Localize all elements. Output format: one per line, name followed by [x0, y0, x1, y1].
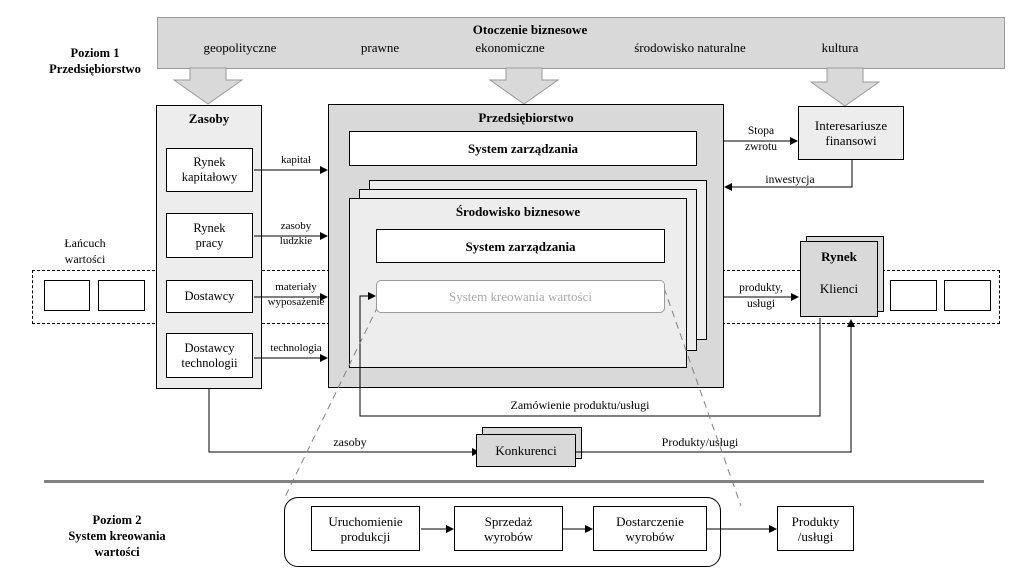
- process-start-production: Uruchomienie produkcji: [311, 506, 420, 551]
- final-products-line1: Produkty: [791, 513, 840, 529]
- process-start-production-line1: Uruchomienie: [328, 513, 403, 529]
- environment-factor-legal: prawne: [360, 40, 400, 55]
- inner-management-system: System zarządzania: [376, 229, 665, 263]
- financial-stakeholders: Interesariusze finansowi: [798, 106, 904, 160]
- final-products-line2: /usługi: [797, 528, 834, 544]
- enterprise-title: Przedsiębiorstwo: [478, 110, 574, 125]
- environment-factor-nature: środowisko naturalne: [634, 40, 746, 55]
- competitors: Konkurenci: [476, 434, 576, 467]
- return-label-2: zwrotu: [745, 141, 777, 153]
- market-title: Rynek: [821, 249, 857, 264]
- business-environment-band: [157, 17, 1005, 69]
- level2-title: Poziom 2: [92, 513, 142, 527]
- level2-subtitle: System kreowania: [68, 529, 166, 543]
- environment-factor-culture: kultura: [821, 40, 859, 55]
- value-chain-box-left-1: [44, 280, 90, 311]
- management-system: System zarządzania: [349, 131, 697, 166]
- financial-stakeholders-line1: Interesariusze: [814, 118, 888, 133]
- resources-flow-label: zasoby: [333, 435, 367, 449]
- resource-technology-suppliers-line2: technologii: [181, 355, 238, 370]
- resource-capital-market-line1: Rynek: [193, 155, 226, 169]
- flow-label-technology: technologia: [270, 342, 322, 354]
- process-sales-line1: Sprzedaż: [484, 513, 533, 529]
- value-chain-box-right-2: [944, 280, 991, 311]
- final-products: Produkty /usługi: [777, 506, 854, 551]
- flow-label-human-resources-1: zasoby: [280, 220, 312, 232]
- process-sales-line2: wyrobów: [483, 528, 534, 544]
- market-clients: Klienci: [819, 281, 859, 296]
- market-panel: [800, 241, 878, 317]
- value-chain-box-left-2: [98, 280, 145, 311]
- resource-labor-market: Rynek pracy: [166, 213, 253, 258]
- environment-factor-economic: ekonomiczne: [475, 40, 545, 55]
- process-delivery: Dostarczenie wyrobów: [593, 506, 707, 551]
- resources-title: Zasoby: [188, 111, 230, 126]
- value-chain-label-1: Łańcuch: [64, 236, 106, 250]
- value-creation-system: System kreowania wartości: [376, 280, 665, 313]
- value-chain-box-right-1: [890, 280, 937, 311]
- level1-subtitle: Przedsiębiorstwo: [49, 62, 141, 76]
- business-environment-title: Środowisko biznesowe: [455, 204, 581, 219]
- value-system-detail-container: [284, 497, 721, 567]
- environment-factor-geopolitical: geopolityczne: [203, 40, 277, 55]
- value-chain-label-2: wartości: [64, 252, 106, 266]
- resource-capital-market: Rynek kapitałowy: [166, 148, 253, 192]
- financial-stakeholders-line2: finansowi: [825, 133, 877, 148]
- level1-title: Poziom 1: [70, 46, 120, 60]
- products-label-2: usługi: [746, 298, 776, 310]
- process-sales: Sprzedaż wyrobów: [454, 506, 563, 551]
- resource-technology-suppliers-line1: Dostawcy: [184, 340, 235, 355]
- flow-label-human-resources-2: ludzkie: [279, 235, 313, 247]
- flow-label-materials-1: materiały: [275, 281, 317, 293]
- return-label-1: Stopa: [747, 125, 775, 137]
- resource-labor-market-line2: pracy: [195, 235, 224, 250]
- resource-labor-market-line1: Rynek: [193, 220, 226, 235]
- level2-subtitle-2: wartości: [94, 545, 140, 559]
- process-delivery-line1: Dostarczenie: [616, 513, 684, 529]
- process-start-production-line2: produkcji: [340, 528, 391, 544]
- environment-title: Otoczenie biznesowe: [472, 22, 588, 37]
- flow-label-capital: kapitał: [281, 154, 311, 166]
- resource-technology-suppliers: Dostawcy technologii: [166, 333, 253, 378]
- products-label-1: produkty,: [739, 282, 783, 294]
- level-divider: [44, 480, 984, 483]
- order-label: Zamówienie produktu/usługi: [510, 398, 650, 412]
- investment-label: inwestycja: [765, 174, 815, 186]
- flow-label-materials-2: wyposażenie: [267, 296, 325, 308]
- process-delivery-line2: wyrobów: [625, 528, 675, 544]
- resource-capital-market-line2: kapitałowy: [181, 170, 238, 184]
- resource-suppliers: Dostawcy: [166, 280, 253, 313]
- resource-suppliers-label: Dostawcy: [184, 289, 235, 303]
- competitor-products-label: Produkty/usługi: [661, 435, 739, 449]
